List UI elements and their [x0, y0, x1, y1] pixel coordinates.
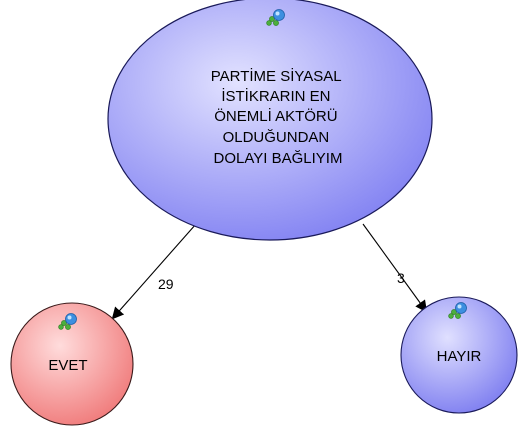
root-node-shape	[107, 0, 433, 241]
evet-node-shape	[10, 302, 134, 426]
root-line: PARTİME SİYASAL	[211, 67, 342, 85]
root-line: OLDUĞUNDAN	[223, 129, 330, 146]
evet-node[interactable]: EVET	[10, 302, 134, 426]
edge-root-hayir	[362, 223, 428, 313]
hayir-node[interactable]: HAYIR	[400, 296, 518, 414]
edge-label-evet: 29	[158, 276, 174, 292]
root-line: DOLAYI BAĞLIYIM	[214, 150, 343, 167]
root-line: İSTİKRARIN EN	[221, 87, 330, 105]
evet-node-label: EVET	[48, 357, 87, 374]
root-node-text: PARTİME SİYASAL İSTİKRARIN EN ÖNEMLİ AKT…	[211, 67, 346, 167]
edge-root-evet	[111, 223, 197, 320]
root-node[interactable]: PARTİME SİYASAL İSTİKRARIN EN ÖNEMLİ AKT…	[107, 0, 433, 241]
hayir-node-label: HAYIR	[437, 348, 482, 365]
edge-label-hayir: 3	[397, 270, 405, 286]
root-line: ÖNEMLİ AKTÖRÜ	[214, 107, 337, 125]
hayir-node-shape	[400, 296, 518, 414]
